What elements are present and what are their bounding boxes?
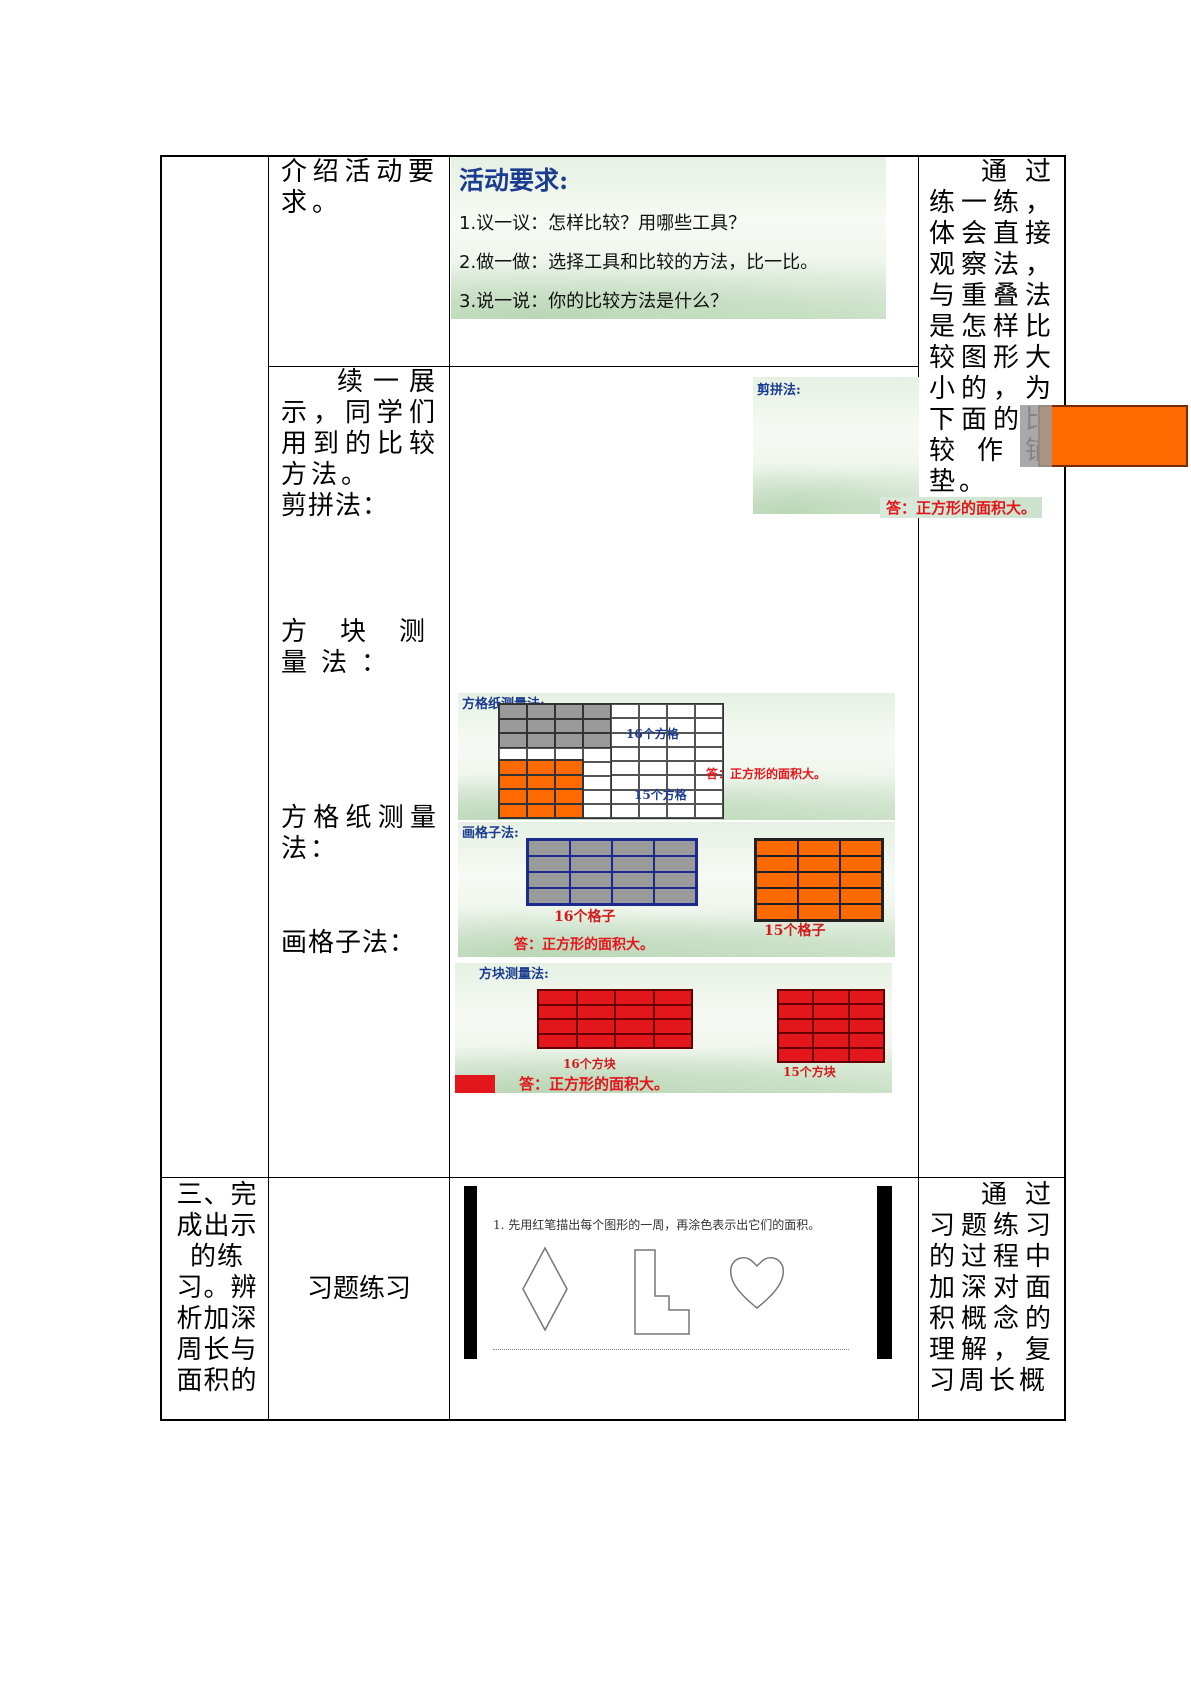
block-slide-title: 方块测量法: xyxy=(479,967,549,982)
block-count-b: 15个方块 xyxy=(783,1065,836,1079)
step-shape-icon xyxy=(634,1249,690,1335)
draw-slide-title: 画格子法: xyxy=(462,826,519,841)
draw-grid-slide: 画格子法: 16个格子 15个格子 答：正方形的面积大。 xyxy=(458,822,895,957)
grid-paper-slide: 方格纸测量法: 16个方格 15个方格 答：正方形的面积大。 xyxy=(458,693,895,820)
block-single-red-square xyxy=(455,1075,495,1093)
cut-slide-title: 剪拼法: xyxy=(757,383,801,398)
col-divider-2 xyxy=(449,155,450,1421)
draw-slide-answer: 答：正方形的面积大。 xyxy=(514,937,654,953)
diamond-icon xyxy=(522,1246,568,1332)
exercise-right-bar xyxy=(877,1186,892,1359)
cut-gray-strip xyxy=(1020,405,1052,467)
heart-icon xyxy=(729,1257,785,1309)
paper-slide-answer: 答：正方形的面积大。 xyxy=(706,767,827,781)
paper-count-b: 15个方格 xyxy=(634,788,687,802)
cut-method-slide: 剪拼法: xyxy=(753,377,919,514)
row-divider-1 xyxy=(268,366,919,367)
label-cut-method: 剪拼法： xyxy=(281,491,390,521)
draw-orange-rectangle xyxy=(754,838,884,922)
table-border-left xyxy=(160,155,162,1421)
block-red-square xyxy=(537,989,693,1049)
table-border-bottom xyxy=(160,1419,1066,1421)
paper-gray-block xyxy=(498,703,612,749)
row3-exercise-label: 习题练习 xyxy=(306,1274,411,1304)
block-red-rectangle xyxy=(777,989,885,1063)
cut-orange-rectangle xyxy=(1038,405,1188,467)
paper-orange-block xyxy=(498,759,584,819)
block-measure-slide: 方块测量法: 16个方块 15个方块 答：正方形的面积大。 xyxy=(455,963,892,1093)
slide-item-1: 1.议一议：怎样比较？用哪些工具？ xyxy=(459,213,747,234)
row3-step-text: 三、完成出示的练习。辨析加深周长与面积的 xyxy=(176,1180,258,1396)
row-divider-2 xyxy=(160,1177,1066,1178)
slide-item-3: 3.说一说：你的比较方法是什么？ xyxy=(459,291,729,312)
row1-purpose-text: 通过练一练，体会直接观察法，与重叠法是怎样比较图形大小的，为下面的比较作铺垫。 xyxy=(929,157,1055,497)
row1-activity-text: 介绍活动要求。 xyxy=(281,157,439,218)
label-paper-method: 方格纸测量法： xyxy=(281,803,439,864)
slide-item-2: 2.做一做：选择工具和比较的方法，比一比。 xyxy=(459,252,819,273)
table-border-top xyxy=(160,155,1066,157)
activity-requirements-slide: 活动要求: 1.议一议：怎样比较？用哪些工具？ 2.做一做：选择工具和比较的方法… xyxy=(451,157,886,319)
exercise-dotted-line xyxy=(493,1349,849,1350)
paper-white-grid xyxy=(610,703,724,819)
table-border-right xyxy=(1064,155,1066,1421)
col-divider-1 xyxy=(268,155,269,1421)
exercise-prompt: 1. 先用红笔描出每个图形的一周，再涂色表示出它们的面积。 xyxy=(493,1218,821,1232)
exercise-image: 1. 先用红笔描出每个图形的一周，再涂色表示出它们的面积。 xyxy=(461,1186,893,1359)
label-block-method: 方块测量法： xyxy=(281,617,439,678)
row2-intro-text: 续一展示，同学们用到的比较方法。 xyxy=(281,367,439,490)
block-slide-answer: 答：正方形的面积大。 xyxy=(519,1075,670,1093)
exercise-left-bar xyxy=(464,1186,477,1359)
block-count-a: 16个方块 xyxy=(563,1057,616,1071)
draw-count-b: 15个格子 xyxy=(764,923,826,939)
col-divider-3 xyxy=(918,155,919,1421)
label-draw-method: 画格子法： xyxy=(281,928,417,958)
row3-purpose-text: 通过习题练习的过程中加深对面积概念的理解，复习周长概 xyxy=(929,1180,1055,1396)
paper-count-a: 16个方格 xyxy=(626,727,679,741)
slide-title: 活动要求: xyxy=(459,166,569,195)
cut-slide-answer: 答：正方形的面积大。 xyxy=(880,497,1043,518)
draw-gray-square xyxy=(526,838,698,906)
draw-count-a: 16个格子 xyxy=(554,909,616,925)
